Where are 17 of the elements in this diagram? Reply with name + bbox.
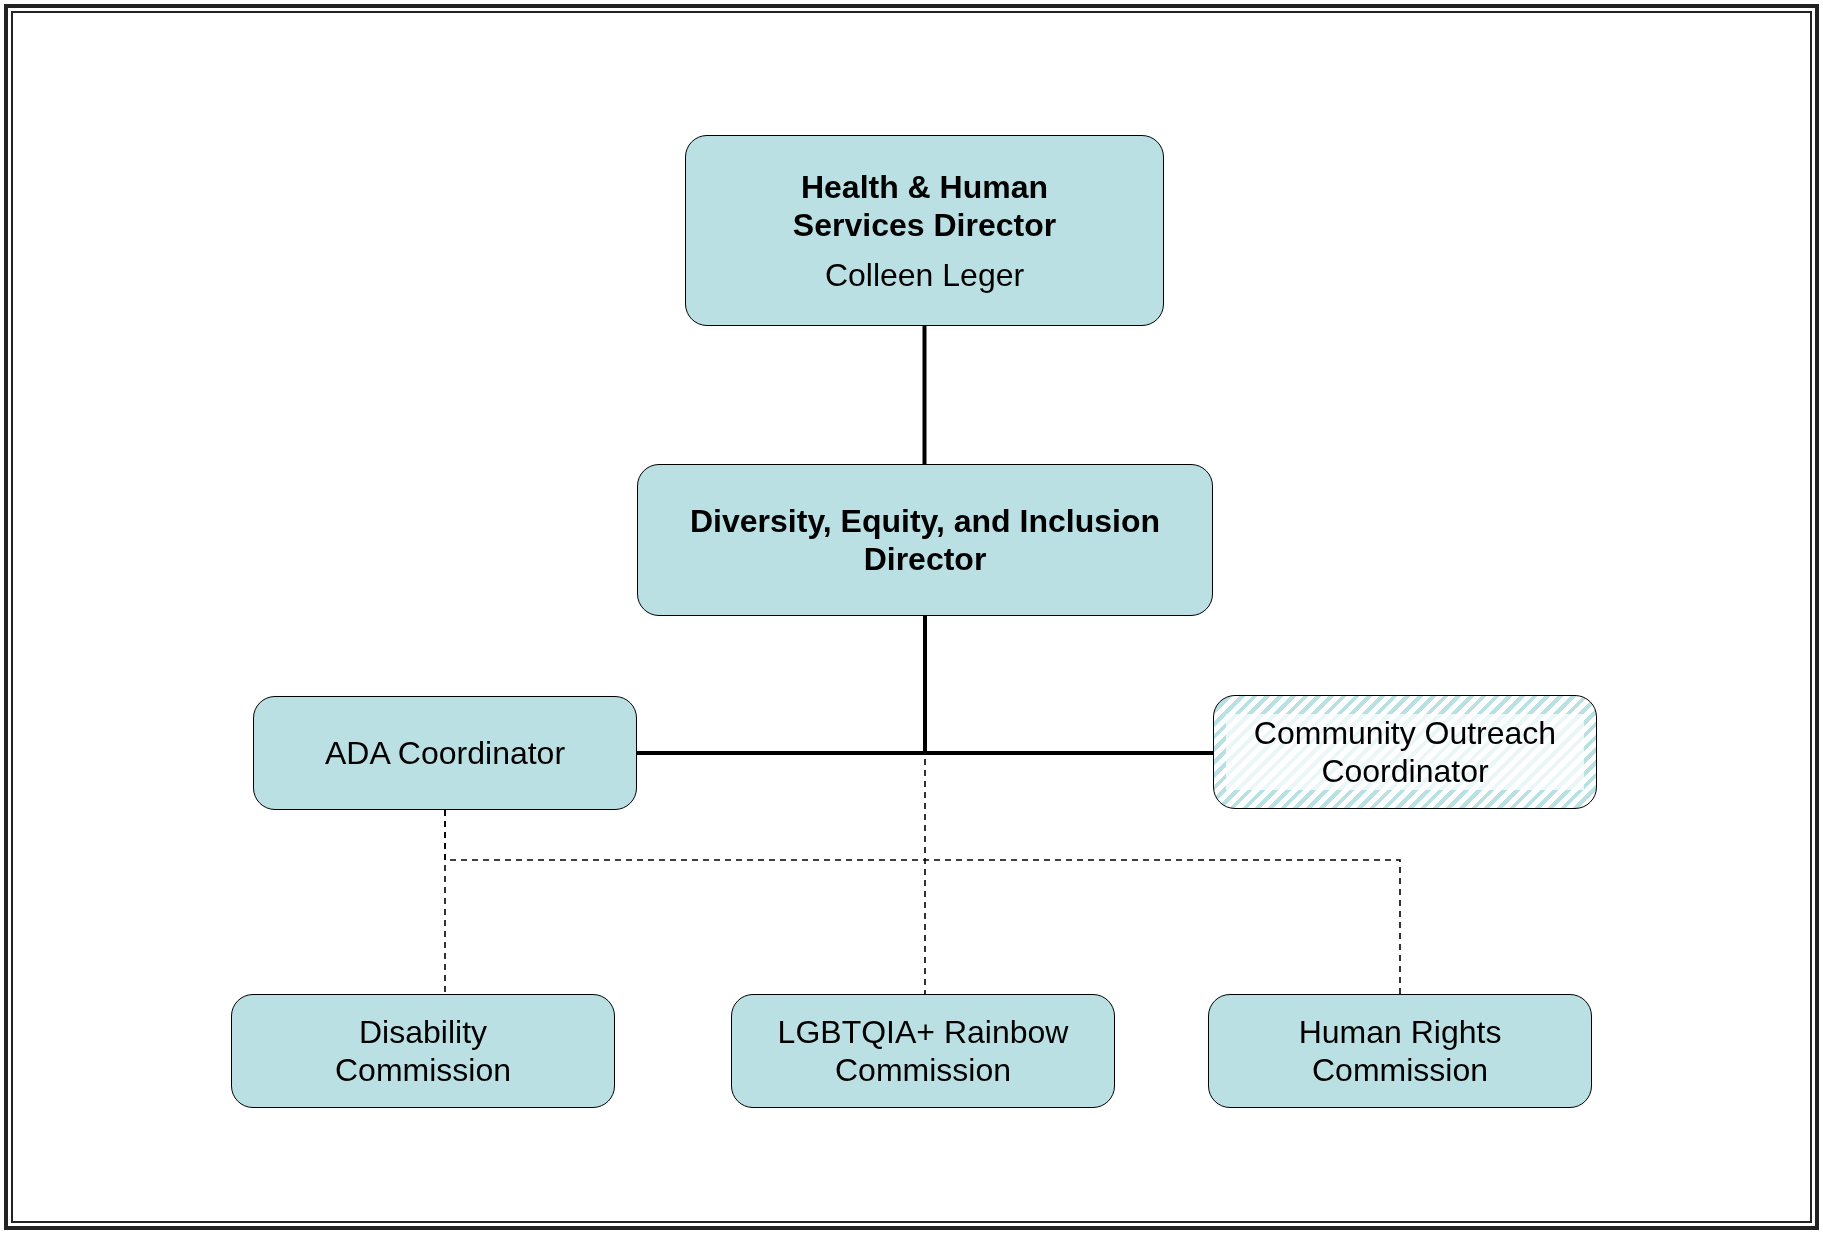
role-title: LGBTQIA+ Rainbow Commission	[776, 1013, 1070, 1089]
commission-box	[1208, 994, 1592, 1108]
role-title: ADA Coordinator	[324, 734, 566, 772]
connector-line	[922, 326, 927, 464]
role-title: Human Rights Commission	[1297, 1013, 1503, 1089]
commission-box	[731, 994, 1115, 1108]
coordinator-box	[253, 696, 637, 810]
role-title: Community Outreach Coordinator	[1226, 714, 1584, 790]
role-title: Diversity, Equity, and Inclusion Director	[689, 502, 1161, 578]
person-name: Colleen Leger	[824, 255, 1025, 294]
commission-box	[231, 994, 615, 1108]
role-title: Disability Commission	[334, 1013, 512, 1089]
director-box	[685, 135, 1164, 326]
coordinator-box	[1213, 695, 1597, 809]
role-title: Health & Human Services Director	[791, 167, 1058, 244]
dashed-connector	[444, 809, 1401, 995]
director-box	[637, 464, 1213, 616]
